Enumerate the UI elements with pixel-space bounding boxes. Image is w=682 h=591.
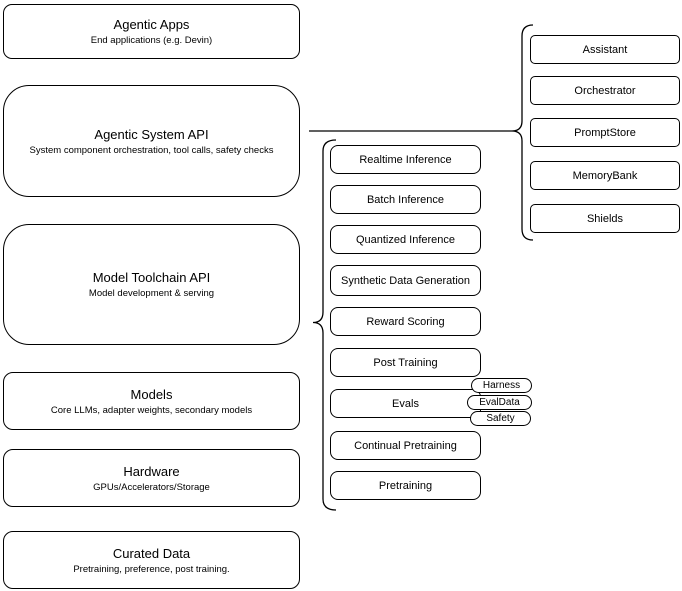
node-label: PromptStore: [574, 126, 636, 139]
pill-safety: Safety: [470, 411, 531, 426]
node-reward-scoring: Reward Scoring: [330, 307, 481, 336]
pill-label: Safety: [486, 412, 515, 424]
node-label: Pretraining: [378, 479, 433, 492]
node-agentic-apps: Agentic Apps End applications (e.g. Devi…: [3, 4, 300, 59]
node-subtitle: End applications (e.g. Devin): [90, 35, 213, 46]
node-label: MemoryBank: [572, 169, 638, 182]
pill-label: EvalData: [479, 396, 520, 408]
pill-label: Harness: [482, 379, 521, 391]
node-synthetic-data-generation: Synthetic Data Generation: [330, 265, 481, 296]
node-label: Evals: [392, 397, 419, 410]
node-label: Batch Inference: [366, 193, 445, 206]
node-title: Models: [130, 386, 173, 402]
node-quantized-inference: Quantized Inference: [330, 225, 481, 254]
node-pretraining: Pretraining: [330, 471, 481, 500]
node-continual-pretraining: Continual Pretraining: [330, 431, 481, 460]
node-label: Quantized Inference: [355, 233, 456, 246]
node-title: Hardware: [123, 463, 180, 479]
pill-evaldata: EvalData: [467, 395, 532, 410]
node-subtitle: Model development & serving: [88, 288, 215, 299]
node-agentic-system-api: Agentic System API System component orch…: [3, 85, 300, 197]
node-promptstore: PromptStore: [530, 118, 680, 147]
node-label: Orchestrator: [574, 84, 636, 97]
node-label: Assistant: [582, 43, 628, 56]
node-subtitle: Pretraining, preference, post training.: [73, 563, 230, 575]
node-hardware: Hardware GPUs/Accelerators/Storage: [3, 449, 300, 507]
pill-harness: Harness: [471, 378, 532, 393]
node-orchestrator: Orchestrator: [530, 76, 680, 105]
node-title: Model Toolchain API: [92, 270, 211, 285]
node-batch-inference: Batch Inference: [330, 185, 481, 214]
node-label: Shields: [586, 212, 624, 225]
node-subtitle: System component orchestration, tool cal…: [29, 144, 274, 156]
node-evals: Evals: [330, 389, 481, 418]
node-label: Continual Pretraining: [354, 439, 457, 452]
node-curated-data: Curated Data Pretraining, preference, po…: [3, 531, 300, 589]
node-subtitle: Core LLMs, adapter weights, secondary mo…: [50, 404, 253, 416]
node-title: Agentic Apps: [113, 17, 190, 32]
node-assistant: Assistant: [530, 35, 680, 64]
node-shields: Shields: [530, 204, 680, 233]
node-model-toolchain-api: Model Toolchain API Model development & …: [3, 224, 300, 345]
node-title: Agentic System API: [94, 126, 209, 142]
node-models: Models Core LLMs, adapter weights, secon…: [3, 372, 300, 430]
node-label: Synthetic Data Generation: [340, 274, 471, 287]
node-label: Post Training: [373, 356, 438, 369]
node-subtitle: GPUs/Accelerators/Storage: [93, 481, 210, 493]
node-label: Reward Scoring: [366, 315, 445, 328]
node-label: Realtime Inference: [359, 153, 452, 166]
node-realtime-inference: Realtime Inference: [330, 145, 481, 174]
node-memorybank: MemoryBank: [530, 161, 680, 190]
node-post-training: Post Training: [330, 348, 481, 377]
node-title: Curated Data: [112, 545, 191, 561]
